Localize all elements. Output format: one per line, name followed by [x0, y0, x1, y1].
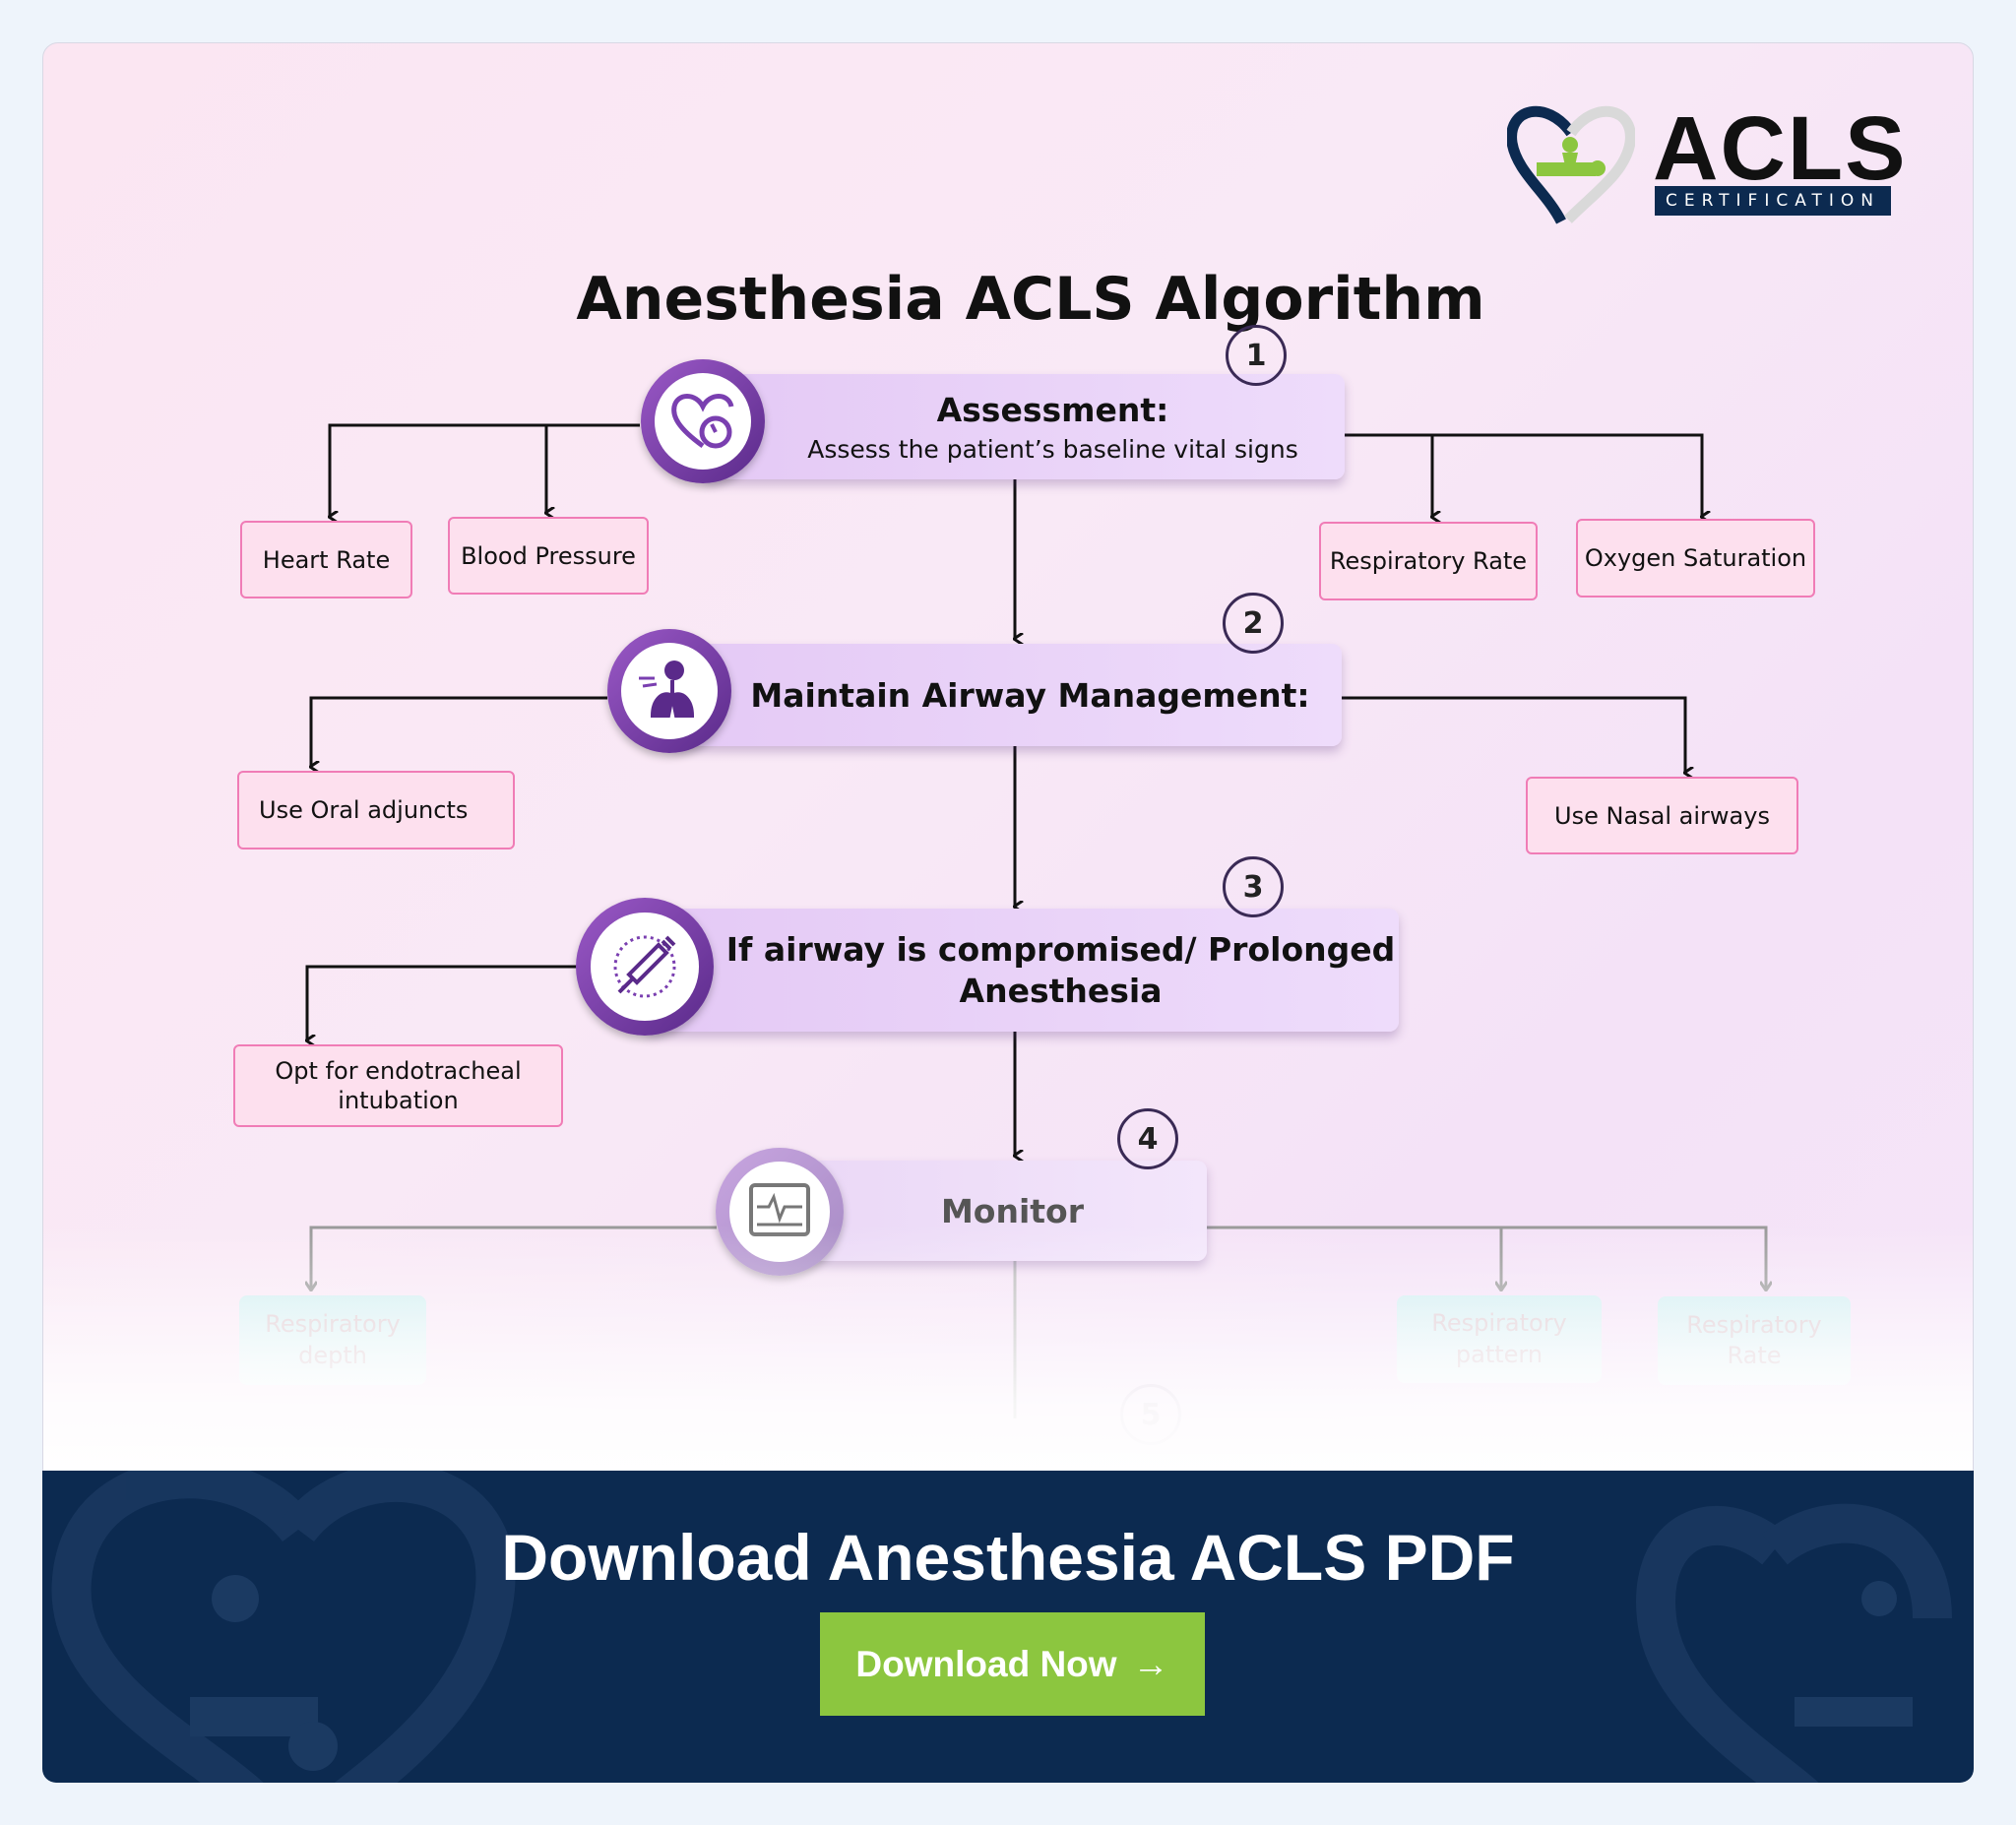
- page-title: Anesthesia ACLS Algorithm: [576, 265, 1485, 334]
- heart-monitor-icon: [641, 359, 765, 483]
- box-endotracheal-intubation: Opt for endotracheal intubation: [233, 1044, 563, 1127]
- step-heading: Maintain Airway Management:: [750, 675, 1310, 715]
- heart-cpr-logo-icon: [1507, 105, 1635, 224]
- download-now-button[interactable]: Download Now →: [820, 1612, 1205, 1716]
- box-respiratory-depth: Respiratory depth: [239, 1295, 426, 1385]
- acls-logo: ACLS CERTIFICATION: [1507, 98, 1905, 224]
- heart-watermark-icon: [51, 1471, 1952, 1783]
- step-number-badge: 3: [1223, 856, 1284, 917]
- step-compromised-airway: If airway is compromised/ Prolonged Anes…: [644, 909, 1399, 1032]
- box-respiratory-pattern: Respiratory pattern: [1397, 1295, 1602, 1383]
- box-oral-adjuncts: Use Oral adjuncts: [237, 771, 515, 850]
- vital-monitor-icon: [716, 1148, 844, 1276]
- box-heart-rate: Heart Rate: [240, 521, 412, 598]
- box-blood-pressure: Blood Pressure: [448, 517, 649, 595]
- step-number-badge: 5: [1120, 1384, 1181, 1445]
- step-airway: Maintain Airway Management:: [669, 644, 1342, 746]
- download-banner: Download Anesthesia ACLS PDF Download No…: [42, 1471, 1974, 1783]
- banner-title: Download Anesthesia ACLS PDF: [501, 1521, 1515, 1594]
- download-button-label: Download Now: [855, 1643, 1117, 1684]
- step-heading: If airway is compromised/ Prolonged Anes…: [725, 930, 1396, 1010]
- step-subtext: Assess the patient’s baseline vital sign…: [807, 434, 1298, 464]
- lungs-icon: [607, 629, 731, 753]
- logo-text: ACLS: [1653, 98, 1908, 199]
- box-nasal-airways: Use Nasal airways: [1526, 777, 1798, 854]
- syringe-icon: [576, 898, 714, 1036]
- box-respiratory-rate-monitor: Respiratory Rate: [1658, 1296, 1851, 1385]
- step-number-badge: 4: [1117, 1108, 1178, 1169]
- step-number-badge: 2: [1223, 593, 1284, 654]
- box-oxygen-saturation: Oxygen Saturation: [1576, 519, 1815, 598]
- logo-subtext: CERTIFICATION: [1655, 186, 1891, 216]
- step-heading: Monitor: [940, 1191, 1085, 1230]
- step-number-badge: 1: [1226, 325, 1287, 386]
- step-heading: Assessment:: [936, 390, 1169, 429]
- arrow-right-icon: →: [1132, 1643, 1169, 1684]
- step-assessment: Assessment: Assess the patient’s baselin…: [702, 374, 1345, 479]
- box-respiratory-rate: Respiratory Rate: [1319, 522, 1538, 600]
